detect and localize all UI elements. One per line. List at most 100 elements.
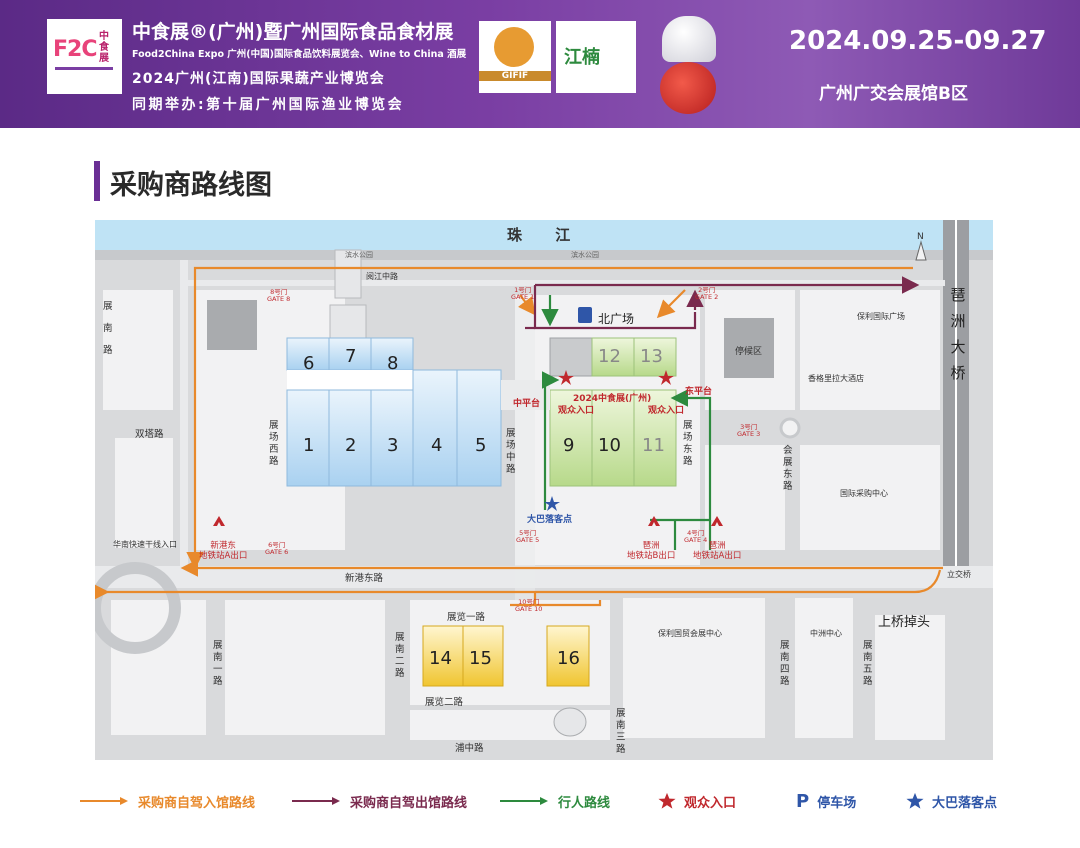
header-banner: F2C 中食展 中食展®(广州)暨广州国际食品食材展 Food2China Ex… — [0, 0, 1080, 128]
road-zhannan2: 展南二路 — [395, 632, 405, 679]
metro-icons — [213, 516, 723, 526]
hall-1: 1 — [303, 435, 315, 456]
logo-side-text: 中食展 — [99, 31, 109, 64]
hall-6: 6 — [303, 353, 315, 374]
binshui-park-1: 滨水公园 — [345, 251, 373, 259]
section-title: 采购商路线图 — [110, 170, 272, 201]
parking-legend-icon: P — [796, 790, 810, 812]
bus-stop-star — [544, 496, 560, 511]
road-zhanxi: 展场西路 — [269, 420, 279, 467]
jiangnan-label: 江楠 — [564, 47, 600, 68]
binshui-park-2: 滨水公园 — [571, 251, 599, 259]
visitor-entrance-2: 观众入口 — [648, 406, 685, 416]
hall-11: 11 — [642, 435, 665, 456]
baoli-expo-label: 保利国贸会展中心 — [658, 629, 722, 638]
upper-bridge-label: 上桥掉头 — [878, 615, 931, 630]
yuejiang-road: 阅江中路 — [366, 272, 398, 281]
event-subtitle-en: Food2China Expo 广州(中国)国际食品饮料展览会、Wine to … — [132, 49, 467, 60]
road-zhannan-left: 展南路 — [103, 301, 113, 356]
procurement-center-label: 国际采购中心 — [840, 489, 888, 498]
drive-in-route — [95, 266, 943, 607]
road-xingangdong: 新港东路 — [345, 573, 384, 584]
drive-out-route — [525, 276, 920, 330]
event-subtitle-2: 2024广州(江南)国际果蔬产业博览会 — [132, 71, 385, 87]
north-arrow-icon — [915, 240, 927, 261]
road-zhanlan2: 展览二路 — [425, 697, 464, 708]
hall-15: 15 — [469, 648, 492, 669]
gifif-label: GIFIF — [479, 71, 551, 81]
pearl-river — [95, 220, 993, 250]
event-entrance-label: 2024中食展(广州) — [573, 394, 652, 404]
hall-3: 3 — [387, 435, 399, 456]
hall-16: 16 — [557, 648, 580, 669]
gifif-logo: GIFIF — [479, 21, 551, 93]
hall-group-a — [286, 337, 502, 487]
hall-10: 10 — [598, 435, 621, 456]
tomato-icon — [660, 62, 716, 114]
jiangnan-logo: 江楠 — [556, 21, 636, 93]
road-pudong: 浦中路 — [455, 743, 484, 754]
hall-8: 8 — [387, 353, 399, 374]
north-label: N — [917, 232, 924, 242]
parking-area-label: 停候区 — [735, 347, 763, 357]
metro-pazhou-b: 琶洲 地铁站B出口 — [627, 541, 676, 561]
visitor-entrance-1: 观众入口 — [558, 406, 595, 416]
hall-4: 4 — [431, 435, 443, 456]
pazhou-bridge-label: 琶洲大桥 — [950, 286, 966, 382]
purple-arrow-icon — [292, 797, 340, 805]
interchange-label: 立交桥 — [947, 570, 971, 579]
legend-bus: 大巴落客点 — [906, 786, 997, 816]
metro-pazhou-a: 琶洲 地铁站A出口 — [693, 541, 742, 561]
legend-entrance: 观众入口 — [658, 786, 736, 816]
chef-hat-icon — [662, 16, 716, 62]
legend-walk: 行人路线 — [500, 786, 610, 816]
east-platform-label: 东平台 — [685, 387, 713, 397]
road-zhannan1: 展南一路 — [213, 640, 223, 687]
legend-drive-out: 采购商自驾出馆路线 — [292, 786, 467, 816]
event-subtitle-3: 同期举办:第十届广州国际渔业博览会 — [132, 97, 405, 113]
legend-parking: P 停车场 — [796, 790, 857, 812]
hall-group-b — [549, 337, 677, 487]
north-plaza-label: 北广场 — [598, 312, 635, 326]
walk-route — [541, 295, 712, 550]
hall-group-c — [422, 625, 590, 687]
zhongzhou-label: 中洲中心 — [810, 629, 842, 638]
hall-12: 12 — [598, 346, 621, 367]
hall-13: 13 — [640, 346, 663, 367]
metro-xingangdong-a: 新港东 地铁站A出口 — [199, 541, 248, 561]
event-date: 2024.09.25-09.27 — [789, 26, 1047, 56]
hall-5: 5 — [475, 435, 487, 456]
hotel-label: 香格里拉大酒店 — [808, 374, 864, 383]
hall-14: 14 — [429, 648, 452, 669]
expressway-entry-label: 华南快速干线入口 — [113, 540, 177, 549]
hall-9: 9 — [563, 435, 575, 456]
section-title-bar — [94, 161, 100, 201]
venue-map: 6 7 8 1 2 3 4 5 12 13 9 10 11 14 15 16 珠… — [95, 220, 993, 760]
map-canvas — [95, 220, 993, 760]
blue-star-icon — [906, 792, 924, 809]
road-zhannan3: 展南三路 — [616, 708, 626, 755]
road-zhannan4: 展南四路 — [780, 640, 790, 687]
road-shuangta: 双塔路 — [135, 429, 164, 440]
road-zhanlan1: 展览一路 — [447, 612, 486, 623]
green-arrow-icon — [500, 797, 548, 805]
orange-arrow-icon — [80, 797, 128, 805]
parking-icon — [578, 307, 592, 323]
road-zhannan5: 展南五路 — [863, 640, 873, 687]
event-venue: 广州广交会展馆B区 — [819, 84, 968, 104]
event-title: 中食展®(广州)暨广州国际食品食材展 — [132, 21, 454, 43]
logo-text: F2C — [53, 37, 97, 62]
road-huizhandong: 会展东路 — [783, 445, 793, 492]
road-zhandong: 展场东路 — [683, 420, 693, 467]
red-star-icon — [658, 792, 676, 809]
mid-platform-label: 中平台 — [513, 399, 541, 409]
legend-drive-in: 采购商自驾入馆路线 — [80, 786, 255, 816]
f2c-logo: F2C 中食展 — [47, 19, 122, 94]
